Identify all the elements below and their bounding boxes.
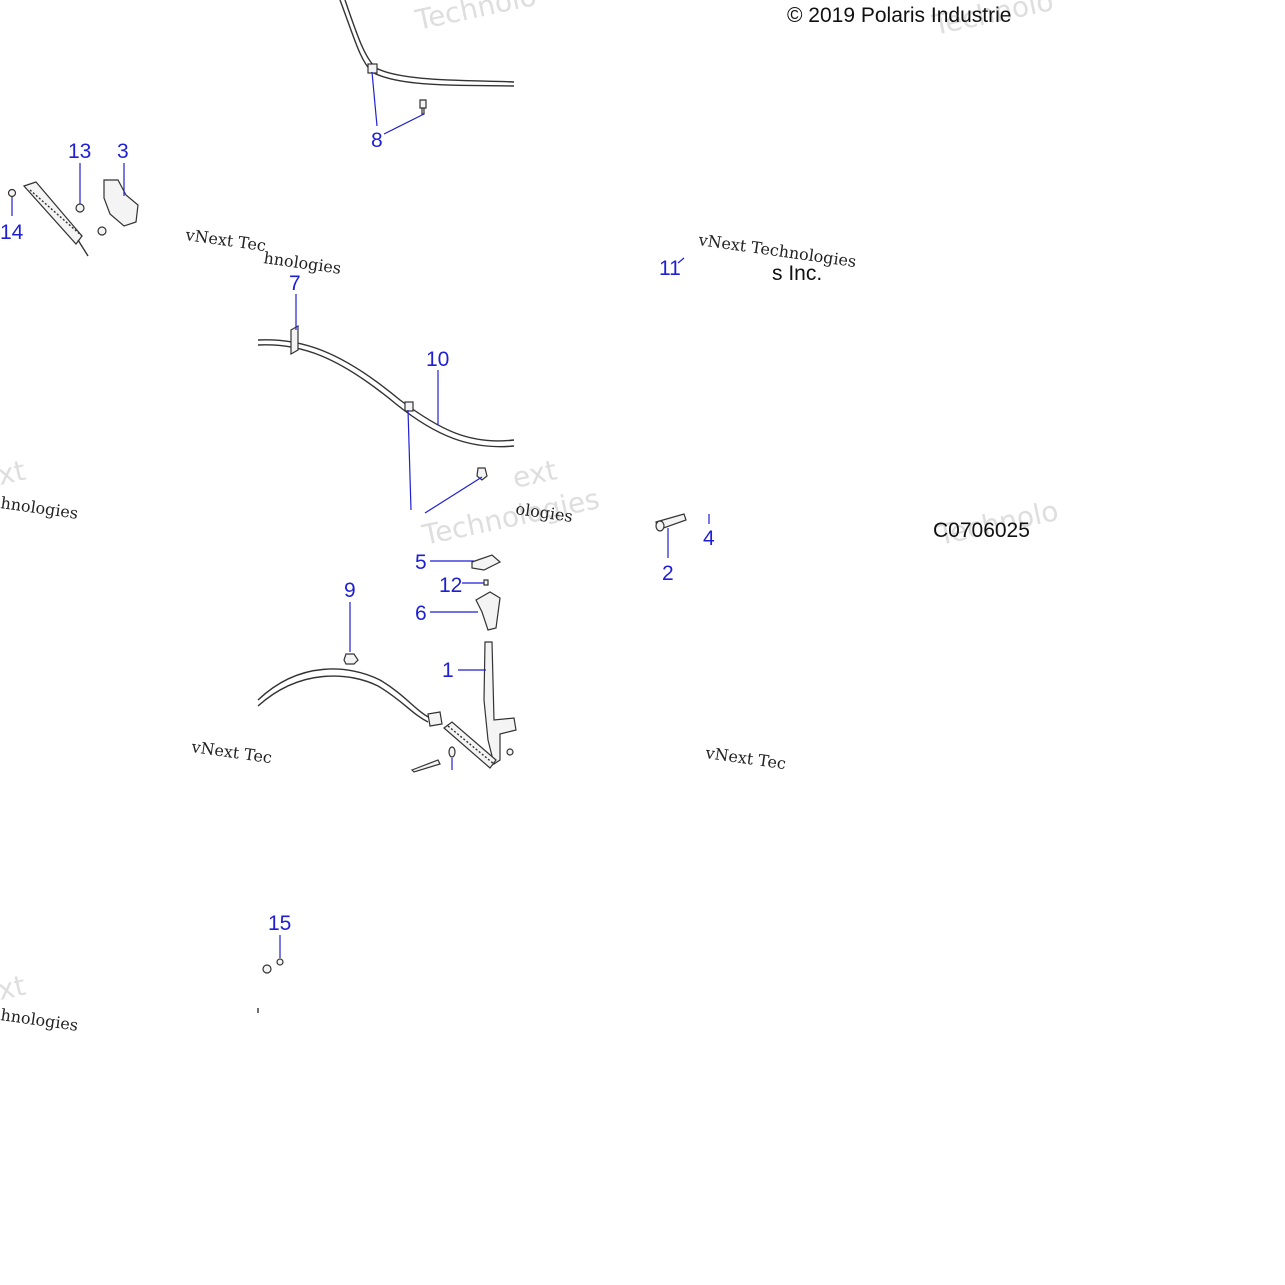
watermark-fragment: xt	[0, 969, 28, 1007]
push-pin-part	[419, 99, 427, 115]
nut-part	[262, 964, 272, 974]
leader-line	[407, 409, 412, 511]
grip-part	[475, 591, 501, 631]
watermark-labels: vNext Tec hnologies vNext Technologies h…	[0, 225, 857, 1035]
watermark-fragment: xt	[0, 454, 28, 492]
callout-4: 4	[703, 527, 715, 550]
watermark-text: hnologies	[0, 493, 79, 523]
leader-line	[371, 71, 378, 127]
watermark-fragment: Technolo	[412, 0, 540, 37]
callout-8: 8	[371, 129, 383, 152]
bracket-part	[103, 179, 139, 227]
washer-part	[506, 748, 514, 756]
bolt-part	[97, 226, 107, 236]
push-pin-part	[476, 467, 488, 481]
pin-assembly	[655, 513, 687, 532]
pin-head	[655, 520, 665, 532]
clip-part	[404, 401, 414, 412]
cable-line	[257, 344, 515, 448]
leader-line	[383, 113, 425, 135]
watermark-text: hnologies	[0, 1005, 79, 1035]
cable-line	[257, 675, 429, 723]
spring-coil	[29, 189, 83, 237]
callout-15: 15	[268, 912, 291, 935]
lever-part	[483, 641, 517, 765]
callout-2: 2	[662, 562, 674, 585]
clip-part	[343, 653, 359, 665]
clamp-part	[290, 324, 299, 356]
copyright-text: © 2019 Polaris Industrie	[787, 4, 1011, 27]
callout-14: 14	[0, 221, 24, 244]
spring-sleeve-part	[22, 181, 83, 245]
callout-3: 3	[117, 140, 129, 163]
watermark-text: hnologies	[262, 248, 342, 278]
cable-line	[257, 668, 431, 719]
rod-part	[410, 759, 441, 773]
cable-line	[344, 0, 515, 83]
spring-coil	[447, 725, 495, 765]
lower-cable-assembly	[257, 653, 497, 773]
lever-assembly	[471, 554, 517, 765]
watermark-fragment: Technologies	[419, 482, 603, 552]
cable-end-part	[427, 711, 443, 727]
watermark-fragment: ext	[510, 453, 560, 494]
left-bracket-assembly	[7, 179, 139, 257]
cable-line	[339, 0, 515, 87]
callout-1: 1	[442, 659, 454, 682]
callout-7: 7	[289, 272, 301, 295]
diagram-code: C0706025	[933, 519, 1030, 542]
cable-line	[257, 339, 515, 442]
watermark-text: vNext Tec	[189, 737, 273, 767]
watermark-text: vNext Tec	[703, 743, 787, 773]
middle-cable-assembly	[257, 324, 515, 481]
callout-12: 12	[439, 574, 462, 597]
leader-line	[424, 476, 483, 514]
callout-11: 11	[659, 257, 681, 280]
washer-part	[448, 746, 456, 758]
callout-6: 6	[415, 602, 427, 625]
nut-part	[276, 958, 284, 966]
clip-part	[367, 63, 378, 74]
nut-part	[75, 203, 85, 213]
leader-line	[677, 257, 685, 264]
callout-9: 9	[344, 579, 356, 602]
nut-assembly	[262, 958, 284, 974]
screw-part	[483, 579, 489, 586]
callout-5: 5	[415, 551, 427, 574]
callout-10: 10	[426, 348, 449, 371]
nut-part	[7, 188, 17, 198]
cover-part	[471, 554, 502, 571]
cable-line	[77, 239, 89, 257]
watermark-text: vNext Tec	[183, 225, 267, 255]
callout-13: 13	[68, 140, 91, 163]
copyright-tail-text: s Inc.	[772, 262, 822, 285]
